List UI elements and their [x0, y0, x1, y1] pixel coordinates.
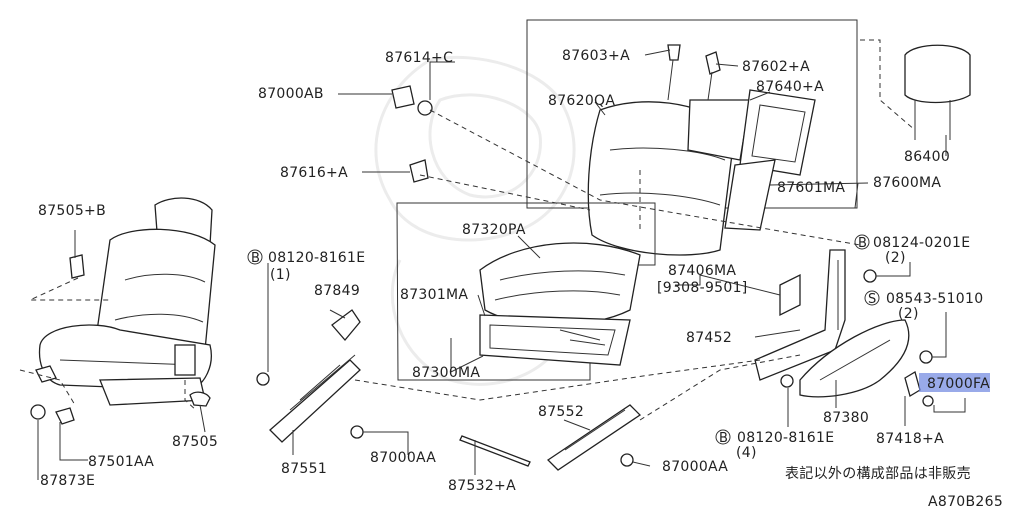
label-b-mark-left: B	[251, 251, 260, 266]
bolt-08120-right	[780, 374, 794, 388]
label-87551: 87551	[281, 461, 327, 477]
recliner-cover-87380	[799, 319, 910, 398]
label-87505: 87505	[172, 434, 218, 450]
label-87849: 87849	[314, 283, 360, 299]
bolt-87000AA-left	[350, 425, 364, 439]
cushion-87320PA	[479, 242, 641, 326]
bracket-87849	[331, 309, 361, 342]
headrest-86400	[904, 44, 971, 140]
label-87601MA: 87601MA	[777, 180, 845, 196]
label-qty-2a: (2)	[885, 250, 906, 266]
marker-s	[864, 290, 880, 306]
label-qty-1: (1)	[270, 267, 291, 283]
back-frame-87640A	[687, 89, 816, 176]
label-b-mark-right: B	[858, 236, 867, 251]
label-87603A: 87603+A	[562, 48, 630, 64]
screw-87000FA	[922, 395, 934, 407]
label-87552: 87552	[538, 404, 584, 420]
marker-b-left	[247, 249, 263, 265]
bolt-08124	[863, 269, 877, 283]
complete-seat-illustration	[38, 197, 216, 406]
cover-87501AA	[35, 365, 57, 383]
label-87452: 87452	[686, 330, 732, 346]
label-87000AB: 87000AB	[258, 86, 324, 102]
bolt-08120-left	[256, 372, 270, 386]
screw-87501AA	[55, 407, 75, 425]
marker-b-bottom	[715, 429, 731, 445]
label-qty-2b: (2)	[898, 306, 919, 322]
label-87301MA: 87301MA	[400, 287, 468, 303]
label-87406MA: 87406MA	[668, 263, 736, 279]
clip-87602A	[705, 51, 721, 75]
trim-clip-87505B	[69, 254, 85, 279]
label-87640A: 87640+A	[756, 79, 824, 95]
label-08543-51010: 08543-51010	[886, 291, 983, 307]
label-86400: 86400	[904, 149, 950, 165]
adjuster-87552	[546, 404, 642, 471]
bolt-87000AA-right	[620, 453, 634, 467]
nut-87614C	[417, 100, 433, 116]
clip-87616A	[409, 159, 429, 183]
label-87505B: 87505+B	[38, 203, 106, 219]
label-08120-8161E-bottom: 08120-8161E	[737, 430, 834, 446]
label-87000AA-right: 87000AA	[662, 459, 728, 475]
bracket-87406MA	[779, 273, 801, 317]
cushion-frame-87301MA	[479, 314, 631, 366]
label-b-mark-bottom: B	[719, 431, 728, 446]
back-board-87601MA	[724, 159, 776, 231]
label-87418A: 87418+A	[876, 431, 944, 447]
label-qty-4: (4)	[736, 445, 757, 461]
label-s-mark: S	[868, 292, 877, 307]
clip-87603A	[667, 44, 681, 61]
label-note-jp: 表記以外の構成部品は非販売	[785, 465, 971, 482]
label-87532A: 87532+A	[448, 478, 516, 494]
label-08120-8161E-top: 08120-8161E	[268, 250, 365, 266]
label-87000AA-left: 87000AA	[370, 450, 436, 466]
clip-87505	[189, 391, 211, 407]
bolt-87000AB	[391, 85, 415, 109]
label-87501AA: 87501AA	[88, 454, 154, 470]
label-87602A: 87602+A	[742, 59, 810, 75]
screw-08543	[919, 350, 933, 364]
recliner-87452	[754, 249, 846, 381]
label-87300MA: 87300MA	[412, 365, 480, 381]
label-87616A: 87616+A	[280, 165, 348, 181]
label-87380: 87380	[823, 410, 869, 426]
label-diagram-code: A870B265	[928, 494, 1003, 510]
lever-87418A	[904, 371, 921, 397]
cap-87873E	[30, 404, 46, 420]
label-87600MA: 87600MA	[873, 175, 941, 191]
label-87614C: 87614+C	[385, 50, 453, 66]
adjuster-87551	[269, 354, 361, 443]
label-87320PA: 87320PA	[462, 222, 526, 238]
label-08124-0201E: 08124-0201E	[873, 235, 970, 251]
label-87873E: 87873E	[40, 473, 95, 489]
wire-87532A	[459, 435, 531, 467]
marker-b-right	[854, 234, 870, 250]
highlight-87000FA	[919, 373, 990, 392]
label-9308-9501: [9308-9501]	[657, 280, 748, 296]
label-87620QA: 87620QA	[548, 93, 615, 109]
label-87000FA: 87000FA	[927, 376, 990, 392]
